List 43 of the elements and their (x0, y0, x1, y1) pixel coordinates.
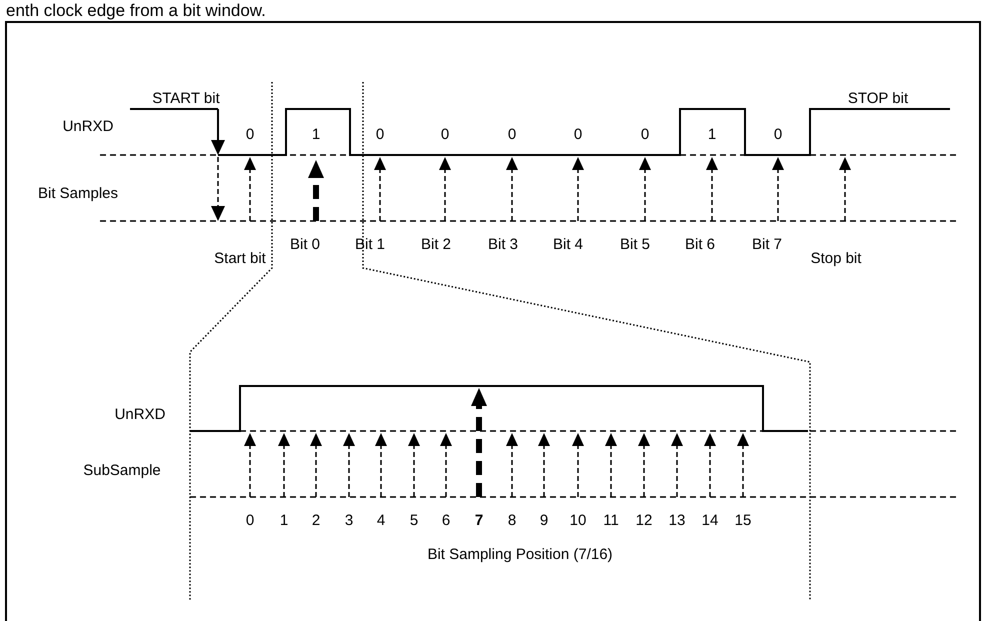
label-text: Bit Sampling Position (7/16) (427, 546, 613, 564)
label-text: SubSample (83, 462, 161, 480)
label-text: 0 (246, 512, 254, 530)
label-text: 8 (508, 512, 516, 530)
label-text: 1 (280, 512, 288, 530)
label-text: Stop bit (810, 250, 862, 268)
label-text: 4 (376, 512, 386, 530)
label-text: START bit (152, 90, 220, 108)
label-text: 0 (574, 126, 582, 144)
label-text: Bit 4 (553, 236, 583, 254)
label-text: Bit 7 (752, 236, 782, 254)
label-text: enth clock edge from a bit window. (6, 2, 266, 20)
label-text: 13 (668, 512, 686, 530)
label-text: 0 (640, 126, 650, 144)
label-text: 9 (540, 512, 548, 530)
label-text: 7 (474, 512, 484, 530)
label-text: Bit 0 (290, 236, 320, 254)
label-text: UnRXD (62, 118, 114, 136)
label-text: Bit Samples (38, 185, 118, 203)
label-text: Bit 2 (421, 236, 451, 254)
label-text: Bit 5 (620, 236, 650, 254)
label-text: Bit 1 (355, 236, 385, 254)
label-text: 14 (702, 512, 718, 530)
label-text: 0 (774, 126, 782, 144)
label-text: 0 (508, 126, 516, 144)
label-text: 1 (312, 126, 320, 144)
label-text: 0 (440, 126, 450, 144)
label-text: 3 (344, 512, 354, 530)
label-text: 0 (376, 126, 384, 144)
label-text: Bit 6 (685, 236, 715, 254)
label-text: 6 (442, 512, 450, 530)
label-text: 1 (708, 126, 716, 144)
label-text: 2 (312, 512, 320, 530)
label-text: Start bit (214, 250, 266, 268)
label-text: 0 (246, 126, 254, 144)
label-text: 10 (570, 512, 586, 530)
label-text: 12 (636, 512, 652, 530)
label-text: UnRXD (114, 406, 166, 424)
label-text: 15 (734, 512, 752, 530)
label-text: 5 (410, 512, 418, 530)
label-text: STOP bit (848, 90, 908, 108)
label-text: 11 (603, 512, 619, 530)
label-text: Bit 3 (488, 236, 518, 254)
